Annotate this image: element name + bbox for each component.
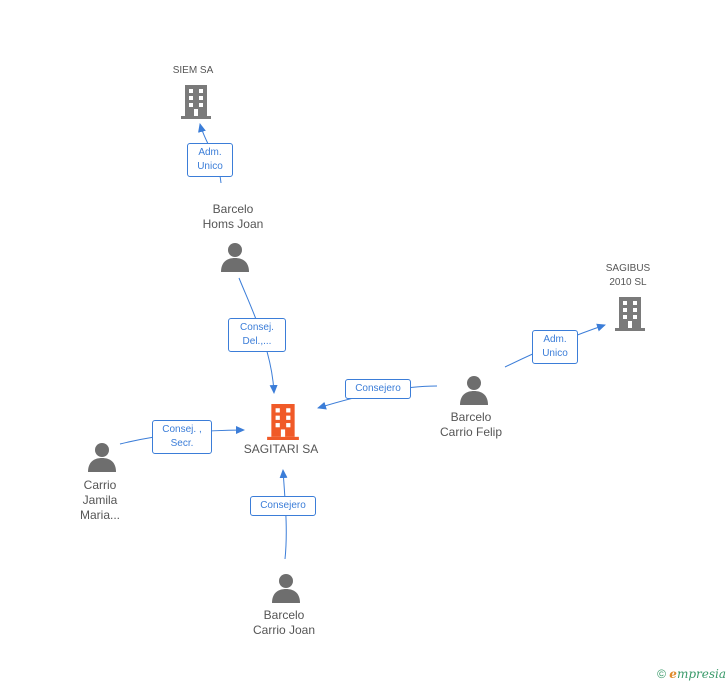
barcelo-felip-person-icon[interactable] — [460, 375, 488, 405]
carrio-jamila-person-icon[interactable] — [88, 442, 116, 472]
brand-logo: empresia — [669, 667, 726, 681]
siem-label[interactable]: SIEM SA — [172, 65, 214, 76]
copyright-symbol: © — [657, 667, 666, 681]
edge-label-felip-sagitari: Consejero — [345, 379, 411, 399]
sagitari-building-icon[interactable] — [267, 404, 299, 440]
footer-brand: © empresia — [657, 667, 726, 681]
barcelo-joan-person-icon[interactable] — [272, 573, 300, 603]
edge-label-homs-siem: Adm. Unico — [187, 143, 233, 177]
barcelo-joan-label[interactable]: Barcelo Carrio Joan — [252, 608, 316, 637]
sagitari-label[interactable]: SAGITARI SA — [243, 442, 319, 456]
edge-label-jamila-sagitari: Consej. , Secr. — [152, 420, 212, 454]
edge-label-felip-sagibus: Adm. Unico — [532, 330, 578, 364]
carrio-jamila-label[interactable]: Carrio Jamila Maria... — [79, 478, 120, 522]
siem-building-icon[interactable] — [181, 85, 211, 119]
sagibus-label[interactable]: SAGIBUS 2010 SL — [605, 263, 651, 288]
barcelo-homs-label[interactable]: Barcelo Homs Joan — [202, 202, 264, 231]
edge-label-joan-sagitari: Consejero — [250, 496, 316, 516]
barcelo-felip-label[interactable]: Barcelo Carrio Felip — [439, 410, 502, 439]
barcelo-homs-person-icon[interactable] — [221, 242, 249, 272]
sagibus-building-icon[interactable] — [615, 297, 645, 331]
edge-label-homs-sagitari: Consej. Del.,... — [228, 318, 286, 352]
